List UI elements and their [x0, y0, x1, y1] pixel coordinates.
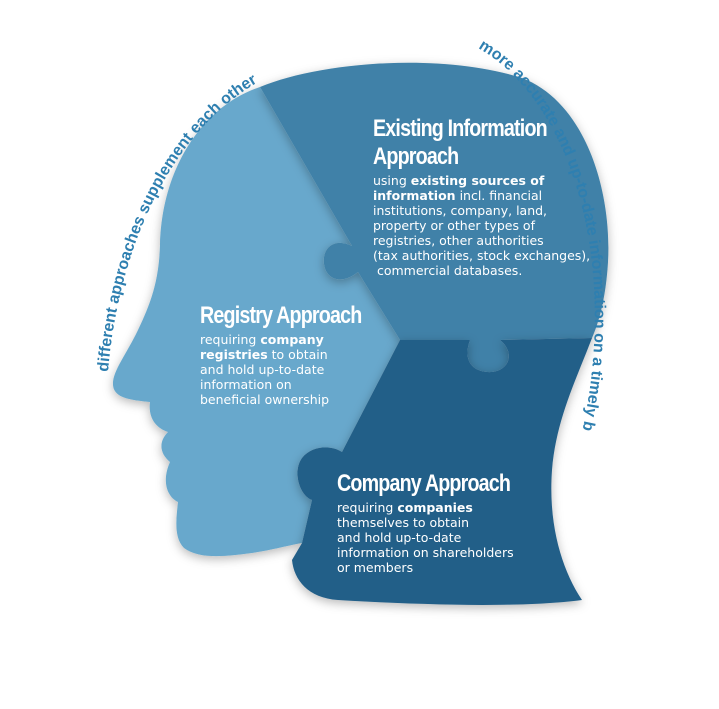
company-approach-title: Company Approach — [337, 470, 511, 497]
existing-information-block: Existing Information Approach using exis… — [373, 115, 608, 278]
registry-line3: and hold up-to-date — [200, 362, 325, 377]
registry-line2-post: to obtain — [267, 347, 328, 362]
registry-line5: beneficial ownership — [200, 392, 330, 407]
registry-approach-title: Registry Approach — [200, 302, 362, 329]
company-line1-pre: requiring — [337, 500, 398, 515]
company-line5: or members — [337, 560, 414, 575]
existing-info-line2-post: incl. financial — [455, 188, 543, 203]
registry-line2-bold: registries — [200, 347, 268, 362]
company-approach-piece — [292, 338, 592, 605]
registry-line1-pre: requiring — [200, 332, 261, 347]
company-line3: and hold up-to-date — [337, 530, 462, 545]
existing-info-line1-bold: existing sources of — [410, 173, 545, 188]
company-line2: themselves to obtain — [337, 515, 470, 530]
existing-info-line7: commercial databases. — [373, 263, 523, 278]
company-line1-bold: companies — [397, 500, 473, 515]
existing-info-line5: registries, other authorities — [373, 233, 544, 248]
existing-information-title-line2: Approach — [373, 143, 459, 170]
registry-approach-piece — [112, 87, 401, 557]
existing-information-title-line1: Existing Information — [373, 115, 548, 142]
existing-info-line3: institutions, company, land, — [373, 203, 548, 218]
existing-information-approach-piece — [260, 62, 609, 373]
existing-information-description: using existing sources of information in… — [373, 173, 608, 278]
existing-info-line1-pre: using — [373, 173, 411, 188]
company-line4: information on shareholders — [337, 545, 514, 560]
registry-approach-block: Registry Approach requiring company regi… — [200, 302, 390, 407]
existing-info-line2-bold: information — [373, 188, 456, 203]
registry-line4: information on — [200, 377, 292, 392]
existing-info-line6: (tax authorities, stock exchanges), — [373, 248, 591, 263]
registry-line1-bold: company — [260, 332, 324, 347]
company-approach-block: Company Approach requiring companies the… — [337, 470, 552, 575]
existing-info-line4: property or other types of — [373, 218, 535, 233]
company-approach-description: requiring companies themselves to obtain… — [337, 500, 552, 575]
registry-approach-description: requiring company registries to obtain a… — [200, 332, 390, 407]
